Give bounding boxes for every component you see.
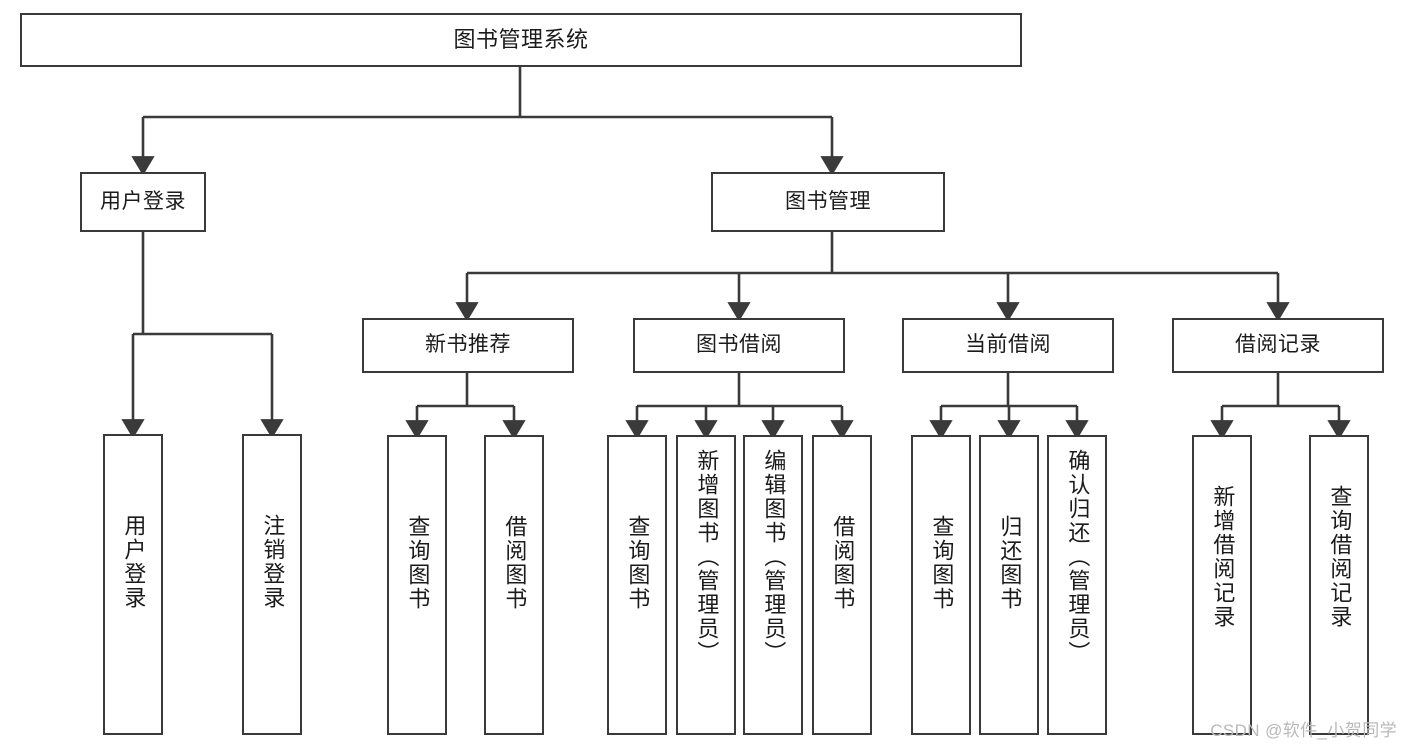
leaf-add-borrow-record[interactable]: 新增借阅记录 — [1192, 435, 1252, 735]
node-label: 新书推荐 — [425, 333, 511, 357]
node-label: 图书管理系统 — [453, 27, 589, 53]
node-book-management[interactable]: 图书管理 — [711, 172, 945, 232]
leaf-borrow-book-newbook[interactable]: 借阅图书 — [484, 435, 544, 735]
node-label: 用户登录 — [100, 189, 186, 213]
node-label: 图书管理 — [785, 189, 871, 213]
node-label: 确认归还（管理员） — [1065, 449, 1091, 665]
node-label: 图书借阅 — [696, 333, 782, 357]
node-new-book-recommend[interactable]: 新书推荐 — [362, 318, 574, 373]
leaf-confirm-return-admin[interactable]: 确认归还（管理员） — [1047, 435, 1107, 735]
node-label: 用户登录 — [121, 514, 147, 610]
node-label: 新增图书（管理员） — [694, 449, 720, 665]
leaf-return-book[interactable]: 归还图书 — [979, 435, 1039, 735]
leaf-query-book-borrow[interactable]: 查询图书 — [607, 435, 667, 735]
node-book-borrow[interactable]: 图书借阅 — [633, 318, 845, 373]
leaf-query-borrow-record[interactable]: 查询借阅记录 — [1309, 435, 1369, 735]
node-root-system[interactable]: 图书管理系统 — [20, 13, 1022, 67]
node-borrow-records[interactable]: 借阅记录 — [1172, 318, 1384, 373]
leaf-edit-book-admin[interactable]: 编辑图书（管理员） — [743, 435, 803, 735]
node-label: 查询借阅记录 — [1327, 485, 1353, 629]
node-label: 借阅图书 — [502, 515, 528, 611]
node-user-login[interactable]: 用户登录 — [80, 172, 206, 232]
node-label: 借阅记录 — [1235, 333, 1321, 357]
node-label: 查询图书 — [625, 515, 651, 611]
node-current-borrow[interactable]: 当前借阅 — [902, 318, 1114, 373]
node-label: 查询图书 — [405, 515, 431, 611]
csdn-watermark: CSDN @软件_小贺同学 — [1210, 721, 1397, 740]
node-label: 归还图书 — [997, 515, 1023, 611]
leaf-query-book-newbook[interactable]: 查询图书 — [387, 435, 447, 735]
node-label: 当前借阅 — [965, 333, 1051, 357]
leaf-logout[interactable]: 注销登录 — [242, 434, 302, 735]
leaf-query-book-current[interactable]: 查询图书 — [911, 435, 971, 735]
leaf-add-book-admin[interactable]: 新增图书（管理员） — [676, 435, 736, 735]
leaf-user-login[interactable]: 用户登录 — [103, 434, 163, 735]
leaf-borrow-book-borrow[interactable]: 借阅图书 — [812, 435, 872, 735]
node-label: 查询图书 — [929, 515, 955, 611]
node-label: 借阅图书 — [830, 515, 856, 611]
node-label: 注销登录 — [260, 514, 286, 610]
node-label: 编辑图书（管理员） — [761, 449, 787, 665]
node-label: 新增借阅记录 — [1210, 485, 1236, 629]
